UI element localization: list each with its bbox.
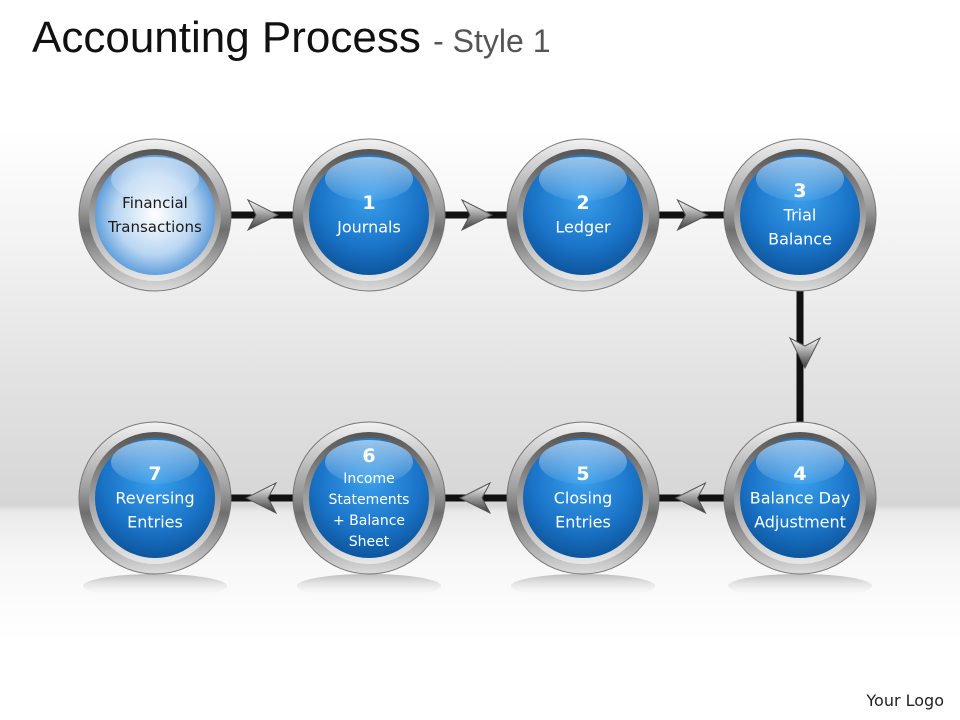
node-gloss	[111, 157, 199, 201]
node-label-line: Income	[343, 471, 395, 487]
arrow-head-5	[458, 481, 492, 515]
arrow-head-3	[788, 336, 822, 370]
node-gloss	[756, 440, 844, 484]
node-gloss	[539, 440, 627, 484]
node-gloss	[756, 157, 844, 201]
logo-text: Your Logo	[866, 691, 944, 710]
node-label-line: Financial	[122, 194, 188, 212]
node-label-line: Adjustment	[754, 512, 846, 531]
node-label-line: Balance Day	[750, 488, 851, 507]
node-number: 7	[148, 463, 161, 485]
node-reflection	[511, 574, 655, 598]
node-label-line: Journals	[336, 217, 401, 236]
node-label-line: Closing	[554, 488, 612, 507]
arrow-head-0	[246, 198, 280, 232]
title-text: Accounting Process	[32, 13, 421, 62]
node-number: 4	[793, 463, 806, 485]
node-gloss	[325, 157, 413, 201]
node-gloss	[111, 440, 199, 484]
node-number: 6	[362, 445, 375, 467]
node-label-line: Reversing	[115, 488, 194, 507]
page-subtitle: - Style 1	[433, 23, 551, 59]
node-label-line: Entries	[127, 512, 183, 531]
node-number: 2	[576, 192, 589, 214]
node-label-line: + Balance	[333, 513, 405, 529]
node-reflection	[297, 574, 441, 598]
arrow-head-6	[244, 481, 278, 515]
connectors	[227, 198, 822, 515]
node-label-line: Balance	[768, 229, 832, 248]
node-label-line: Statements	[329, 492, 410, 508]
node-gloss	[539, 157, 627, 201]
arrow-head-1	[460, 198, 494, 232]
node-label-line: Ledger	[555, 217, 611, 236]
node-reflection	[728, 574, 872, 598]
arrow-head-4	[674, 481, 707, 515]
node-gloss	[325, 440, 413, 484]
page-title: Accounting Process - Style 1	[32, 10, 550, 69]
node-label-line: Sheet	[349, 534, 390, 550]
node-reflection	[83, 574, 227, 598]
node-label-line: Trial	[783, 205, 817, 224]
node-label-line: Transactions	[107, 218, 202, 236]
node-number: 3	[793, 180, 806, 202]
node-number: 1	[362, 192, 375, 214]
arrow-head-2	[676, 198, 709, 232]
node-number: 5	[576, 463, 589, 485]
node-label-line: Entries	[555, 512, 611, 531]
